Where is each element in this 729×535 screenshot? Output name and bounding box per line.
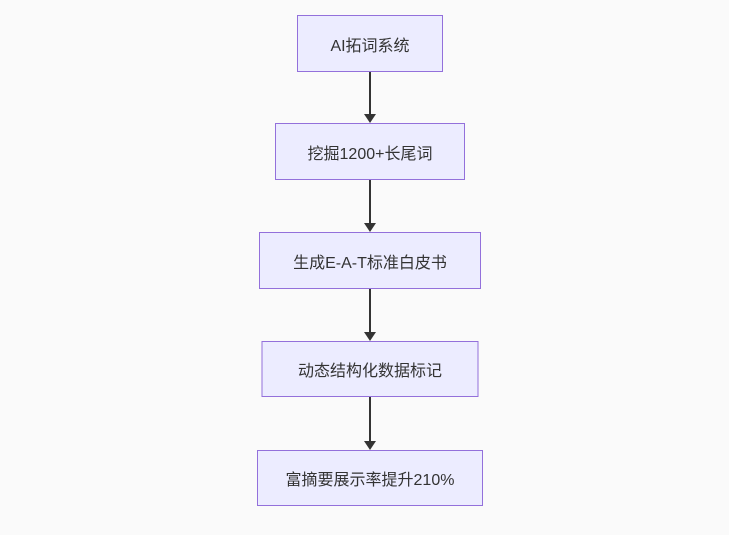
flowchart-arrow (364, 72, 376, 123)
flow-node-label: 动态结构化数据标记 (297, 363, 442, 380)
flow-node-label: AI拓词系统 (330, 37, 410, 55)
arrow-head-icon (364, 441, 376, 450)
flow-node-label: 富摘要展示率提升210% (285, 472, 455, 489)
arrow-line (369, 72, 371, 114)
flow-node-eat-whitepaper: 生成E-A-T标准白皮书 (259, 232, 481, 289)
arrow-head-icon (364, 223, 376, 232)
flow-node-rich-snippet-result: 富摘要展示率提升210% (257, 450, 483, 506)
arrow-head-icon (364, 114, 376, 123)
flowchart-arrow (364, 289, 376, 341)
arrow-line (369, 180, 371, 223)
arrow-head-icon (364, 332, 376, 341)
flow-node-ai-keyword-system: AI拓词系统 (297, 15, 443, 72)
flow-node-label: 生成E-A-T标准白皮书 (293, 254, 447, 272)
flow-node-label: 挖掘1200+长尾词 (307, 145, 433, 163)
flow-node-structured-data-markup: 动态结构化数据标记 (261, 341, 479, 397)
arrow-line (369, 289, 371, 332)
flowchart-arrow (364, 180, 376, 232)
arrow-line (369, 397, 371, 441)
flow-node-longtail-mining: 挖掘1200+长尾词 (275, 123, 465, 180)
flowchart-arrow (364, 397, 376, 450)
